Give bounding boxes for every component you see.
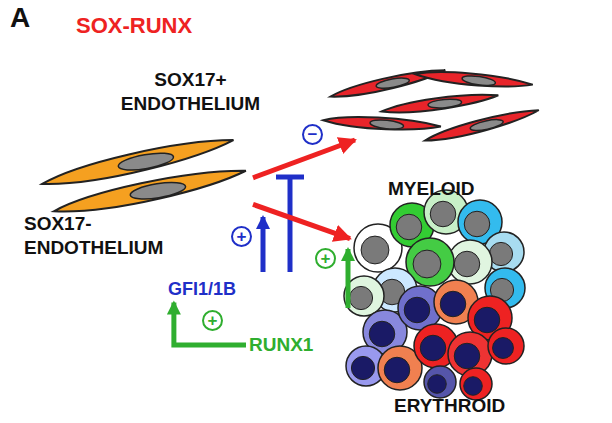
cell-body (415, 65, 533, 93)
cell-group: SOX17- ENDOTHELIUM (18, 140, 253, 280)
endothelial-cell (323, 111, 441, 135)
nucleus (489, 242, 512, 265)
nucleus (464, 377, 483, 396)
factor-label: RUNX1 (246, 331, 316, 359)
nucleus (369, 321, 395, 347)
nucleus (370, 119, 404, 131)
nucleus (474, 307, 500, 333)
nucleus (464, 211, 490, 237)
nucleus (454, 343, 480, 369)
sign-symbol: + (202, 310, 223, 331)
factor-label: GFI1/1B (165, 276, 239, 303)
endothelial-cell (423, 107, 541, 143)
node-text: RUNX1 (249, 333, 313, 357)
nucleus (420, 335, 446, 361)
nucleus (351, 356, 374, 379)
node-text: ERYTHROID (394, 394, 544, 418)
node-text: SOX17+ ENDOTHELIUM (108, 68, 273, 116)
arrow-connector (253, 140, 355, 178)
nucleus (396, 214, 422, 240)
endothelial-cell (381, 92, 499, 114)
nucleus (361, 236, 389, 264)
panel-letter: A (10, 2, 30, 34)
cell-body (424, 366, 456, 398)
node-text: MYELOID (388, 177, 508, 201)
title: SOX-RUNX (76, 13, 192, 39)
nucleus (413, 250, 441, 278)
cell-body (381, 92, 499, 114)
arrow-connector (174, 303, 246, 345)
blood-cell (488, 328, 524, 364)
nucleus (428, 98, 462, 109)
cell-body (323, 111, 441, 135)
sign-symbol: + (231, 226, 252, 247)
blood-cell (424, 366, 456, 398)
arrow-connector (253, 204, 350, 238)
endothelial-cell (51, 166, 248, 217)
inhibition-line (288, 177, 293, 272)
nucleus (375, 76, 410, 90)
nucleus (117, 150, 175, 174)
nucleus (462, 74, 496, 87)
nucleus (454, 251, 480, 277)
node-text: GFI1/1B (168, 278, 236, 301)
cell-body (51, 166, 248, 217)
node-text: SOX17- ENDOTHELIUM (24, 212, 174, 260)
activation-arrow (346, 249, 351, 308)
cell-body (488, 328, 524, 364)
nucleus (129, 179, 187, 202)
nucleus (469, 117, 504, 132)
inhibition-bar (276, 175, 304, 180)
cell-group: SOX17+ ENDOTHELIUM (100, 62, 525, 140)
cells (40, 65, 541, 400)
nucleus (440, 291, 466, 317)
cell-body (423, 107, 541, 143)
nucleus (404, 297, 430, 323)
nucleus (384, 357, 410, 383)
cell-cluster: MYELOID ERYTHROID (350, 175, 560, 420)
nucleus (349, 286, 372, 309)
activation-arrow (261, 217, 266, 272)
sign-symbol: − (302, 124, 323, 145)
nucleus (428, 375, 447, 394)
endothelial-cell (415, 65, 533, 93)
nucleus (493, 338, 514, 359)
nucleus (430, 201, 456, 227)
sign-symbol: + (315, 248, 336, 269)
